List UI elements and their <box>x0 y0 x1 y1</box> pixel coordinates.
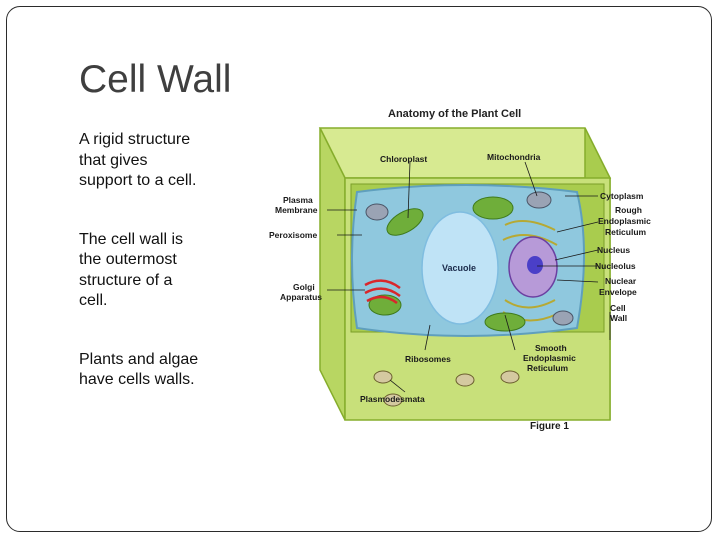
plasmodesmata <box>373 370 520 407</box>
label-smooth-er: Reticulum <box>527 363 569 373</box>
label-cytoplasm: Cytoplasm <box>600 191 644 201</box>
bullet-item: A rigid structure that gives support to … <box>79 131 197 189</box>
label-nucleus: Nucleus <box>597 245 630 255</box>
slide-title: Cell Wall <box>79 58 232 101</box>
label-smooth-er: Endoplasmic <box>523 353 576 363</box>
vacuole <box>421 211 499 325</box>
label-plasma-membrane: Plasma <box>283 195 313 205</box>
label-smooth-er: Smooth <box>535 343 567 353</box>
label-plasma-membrane: Membrane <box>275 205 318 215</box>
label-cell-wall: Wall <box>610 313 627 323</box>
mitochondria <box>365 191 574 326</box>
label-peroxisome: Peroxisome <box>269 230 317 240</box>
bullet-item: The cell wall is the outermost structure… <box>79 230 184 310</box>
label-chloroplast: Chloroplast <box>380 154 427 164</box>
rough-er <box>502 220 558 322</box>
label-nucleolus: Nucleolus <box>595 261 636 271</box>
figure-caption: Figure 1 <box>530 421 569 432</box>
golgi-apparatus <box>364 279 401 305</box>
label-cell-wall: Cell <box>610 303 626 313</box>
label-rough-er: Endoplasmic <box>598 216 651 226</box>
leader-lines <box>327 161 611 393</box>
label-golgi: Apparatus <box>280 292 322 302</box>
vacuole-label: Vacuole <box>442 263 476 273</box>
bullet-list: A rigid structure that gives support to … <box>79 130 259 429</box>
label-rough-er: Rough <box>615 205 642 215</box>
nucleus <box>508 236 558 298</box>
label-golgi: Golgi <box>293 282 315 292</box>
label-mitochondria: Mitochondria <box>487 152 541 162</box>
figure-title: Anatomy of the Plant Cell <box>388 108 521 120</box>
label-rough-er: Reticulum <box>605 227 647 237</box>
label-ribosomes: Ribosomes <box>405 354 451 364</box>
label-nuclear-envelope: Envelope <box>599 287 637 297</box>
label-plasmodesmata: Plasmodesmata <box>360 394 425 404</box>
chloroplasts <box>368 196 526 332</box>
label-nuclear-envelope: Nuclear <box>605 276 637 286</box>
plant-cell-diagram: Anatomy of the Plant Cell Vacuole <box>265 100 665 445</box>
bullet-item: Plants and algae have cells walls. <box>79 350 199 389</box>
